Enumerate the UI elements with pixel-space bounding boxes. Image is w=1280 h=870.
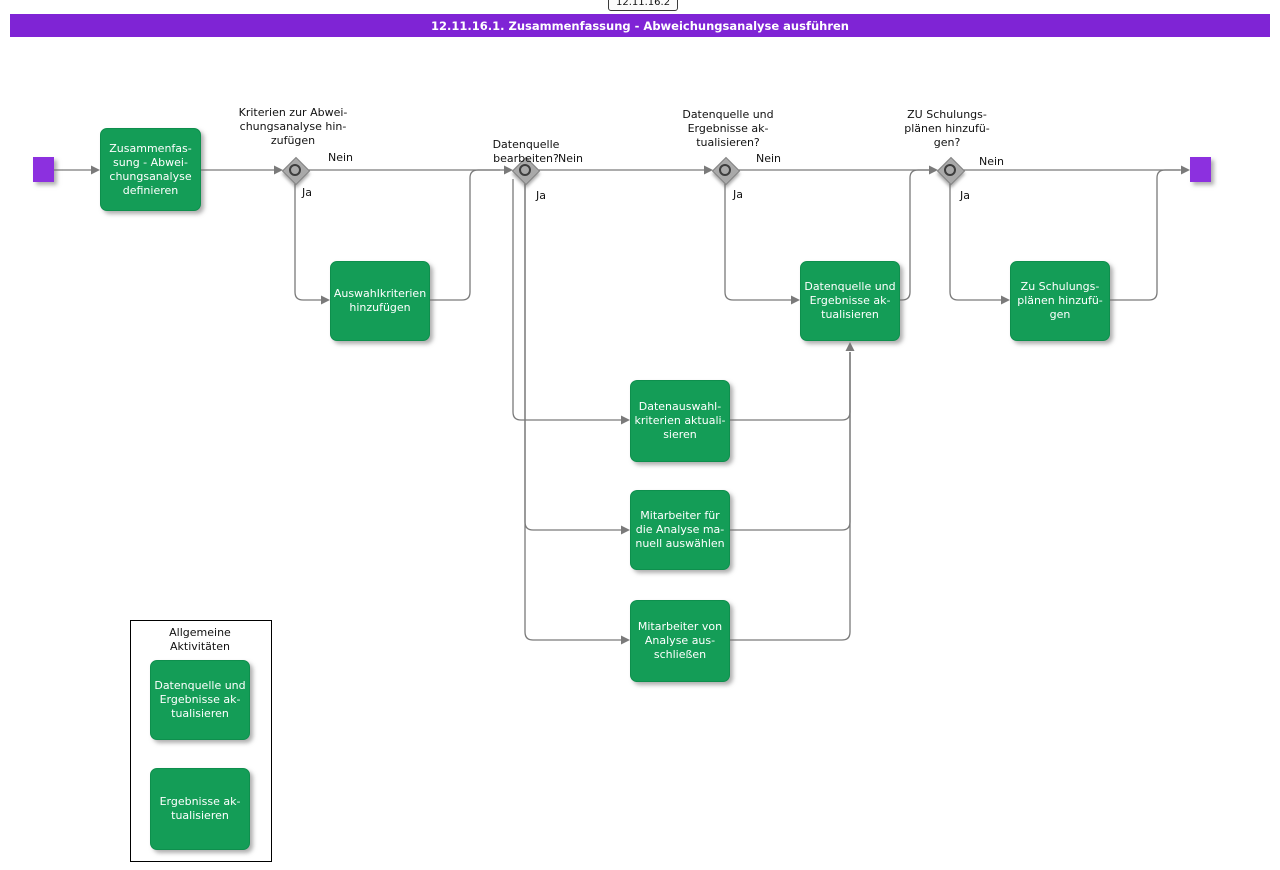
edge-label-no: Nein (979, 155, 1005, 168)
end-event-node (1190, 157, 1211, 182)
gateway-ring-icon (519, 164, 531, 176)
task-exclude-employees[interactable]: Mitarbeiter von Analyse aus- schließen (630, 600, 730, 682)
connectors (54, 169, 1181, 641)
edge-label-no: Nein (328, 151, 354, 164)
diagram-title-bar: 12.11.16.1. Zusammenfassung - Abweichung… (10, 14, 1270, 37)
task-update-data-selection[interactable]: Datenauswahl- kriterien aktuali- sieren (630, 380, 730, 462)
gateway-ring-icon (719, 164, 731, 176)
decision-label-edit-source: Datenquelle bearbeiten? (492, 138, 560, 165)
arrowheads (91, 165, 1190, 645)
task-add-selection-criteria[interactable]: Auswahlkriterien hinzufügen (330, 261, 430, 341)
task-update-source-results[interactable]: Datenquelle und Ergebnisse ak- tualisier… (800, 261, 900, 341)
decision-label-criteria: Kriterien zur Abwei- chungsanalyse hin- … (238, 106, 348, 147)
gateway-ring-icon (944, 164, 956, 176)
task-define-summary[interactable]: Zusammenfas- sung - Abwei- chungsanalyse… (100, 128, 201, 211)
legend-title: Allgemeine Aktivitäten (169, 626, 231, 653)
legend-task-update-source-results: Datenquelle und Ergebnisse ak- tualisier… (150, 660, 250, 740)
edge-label-yes: Ja (960, 189, 970, 202)
page-title: 12.11.16.1. Zusammenfassung - Abweichung… (431, 18, 849, 33)
decision-label-update-source: Datenquelle und Ergebnisse ak- tualisier… (682, 108, 774, 149)
edge-label-yes: Ja (302, 186, 312, 199)
edge-label-no: Nein (756, 152, 782, 165)
task-select-employees-manually[interactable]: Mitarbeiter für die Analyse ma- nuell au… (630, 490, 730, 570)
edge-label-yes: Ja (536, 189, 546, 202)
legend-task-update-results: Ergebnisse ak- tualisieren (150, 768, 250, 850)
gateway-ring-icon (289, 164, 301, 176)
task-add-to-training-plans[interactable]: Zu Schulungs- plänen hinzufü- gen (1010, 261, 1110, 341)
edge-label-yes: Ja (733, 188, 743, 201)
start-event-node (33, 157, 54, 182)
decision-label-training-plans: ZU Schulungs- plänen hinzufü- gen? (904, 108, 990, 149)
diagram-ref-tab[interactable]: 12.11.16.2 (608, 0, 679, 11)
edge-label-no: Nein (558, 152, 584, 165)
